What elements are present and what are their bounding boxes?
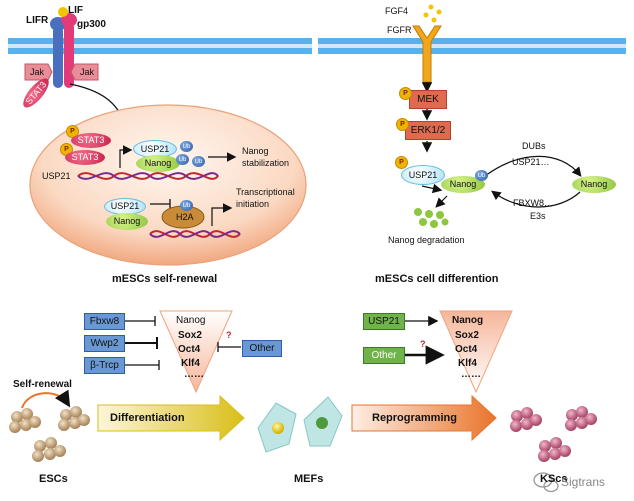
kscs-label: KScs [540,473,568,485]
e3s-label: E3s [530,211,546,221]
stat3-a: STAT3 [71,133,111,148]
gp300-label: gp300 [77,19,106,30]
question-right: ? [420,339,426,349]
self-renewal-caption: mESCs self-renewal [112,273,218,285]
fbxw8-dots-label: FBXW8… [513,198,554,208]
differentiation-label: Differentiation [110,412,185,424]
e3s-cycle-arrow [491,190,581,208]
btrcp-box: β-Trcp [84,357,125,374]
other-box-right: Other [363,347,405,364]
ub-3: Ub [192,156,205,167]
nanog-low: Nanog [106,213,148,230]
to-degradation-arrow [435,195,448,208]
dna-helix-top [77,172,219,180]
cell-differention-caption: mESCs cell differention [375,273,499,285]
fbxw8-box: Fbxw8 [84,313,125,330]
p-badge-erk: P [396,118,409,131]
usp21-to-nanog-arrow [421,183,443,194]
to-transcription-arrow [211,203,233,226]
lifr-label: LIFR [26,15,49,26]
transcriptional-line2: initiation [236,199,270,209]
wwp2-box: Wwp2 [84,335,125,352]
rep-item-more: …… [461,369,481,380]
fgfr-label: FGFR [387,25,412,35]
diff-item-klf4: Klf4 [181,358,200,369]
escs-label: ESCs [39,473,68,485]
reprogramming-label: Reprogramming [372,412,457,424]
differentiation-arrow [97,394,245,442]
erk-box: ERK1/2 [405,121,451,140]
reprogramming-arrow [351,394,497,442]
usp21-dots-label: USP21… [512,157,550,167]
jak-right-shape [70,63,99,81]
wwp2-inhibit [124,337,158,349]
p-badge-mek: P [399,87,412,100]
ub-1: Ub [180,141,193,152]
rep-item-nanog: Nanog [452,315,484,326]
reprogramming-triangle [439,310,513,394]
ipsc-cluster-3 [538,437,571,462]
ub-2: Ub [176,154,189,165]
degradation-fragments [414,208,449,228]
diff-item-nanog: Nanog [176,315,206,326]
nanog-stabilization-line2: stabilization [242,158,290,168]
fbxw8-inhibit [124,316,156,326]
nanog-stabilization-line1: Nanog [242,146,269,156]
diff-item-sox2: Sox2 [178,330,202,341]
mef-cell-right [303,396,343,447]
usp21-box: USP21 [363,313,405,330]
nanog-right: Nanog [572,176,616,193]
nanog-top: Nanog [136,155,180,172]
nanog-degradation-label: Nanog degradation [388,235,465,245]
mek-box: MEK [409,90,447,109]
mef-cell-left [257,402,297,453]
ub-h2a: Ub [180,200,193,211]
ipsc-cluster-1 [510,407,542,432]
membrane-left [8,38,312,54]
rep-item-oct4: Oct4 [455,344,478,355]
jak-left-label: Jak [30,67,45,77]
wechat-icon [533,472,559,493]
esc-cluster-bottom [32,437,66,462]
other-box-left: Other [242,340,282,357]
diff-item-oct4: Oct4 [178,344,201,355]
nanog-left: Nanog [441,176,485,193]
other-inhibit [217,342,241,352]
stat3-to-usp21-arrow [119,145,133,168]
fgfr-receptor [412,25,442,83]
h2a-label: H2A [176,212,194,222]
question-left: ? [226,330,232,340]
p-badge-usp21: P [395,156,408,169]
membrane-right [318,38,626,54]
rep-item-sox2: Sox2 [455,330,479,341]
esc-cluster-right [58,406,90,431]
rep-item-klf4: Klf4 [458,358,477,369]
dubs-cycle-arrow [484,155,582,177]
mefs-label: MEFs [294,473,324,485]
jak-right-label: Jak [80,67,95,77]
differentiation-triangle [159,310,233,394]
transcriptional-line1: Transcriptional [236,187,295,197]
lif-ligand [58,7,68,17]
self-renewal-label: Self-renewal [13,379,72,390]
btrcp-inhibit [124,360,160,370]
esc-cluster-left [9,408,41,433]
fgf4-label: FGF4 [385,6,409,16]
diff-item-more: …… [184,369,204,380]
jak-left-shape [24,63,53,81]
ipsc-cluster-2 [565,406,597,431]
fgf4-dots [423,4,442,23]
dubs-label: DUBs [522,141,546,151]
stat3-b: STAT3 [65,150,105,165]
usp21-right: USP21 [401,165,445,185]
inhibition-line [150,199,171,209]
dna-helix-bottom [149,230,241,238]
lif-label: LIF [68,5,83,16]
usp21-dna-label: USP21 [42,171,71,181]
ub-marker: Ub [475,170,488,181]
watermark-text: Sigtrans [561,475,606,489]
self-renewal-arrow [21,389,71,409]
